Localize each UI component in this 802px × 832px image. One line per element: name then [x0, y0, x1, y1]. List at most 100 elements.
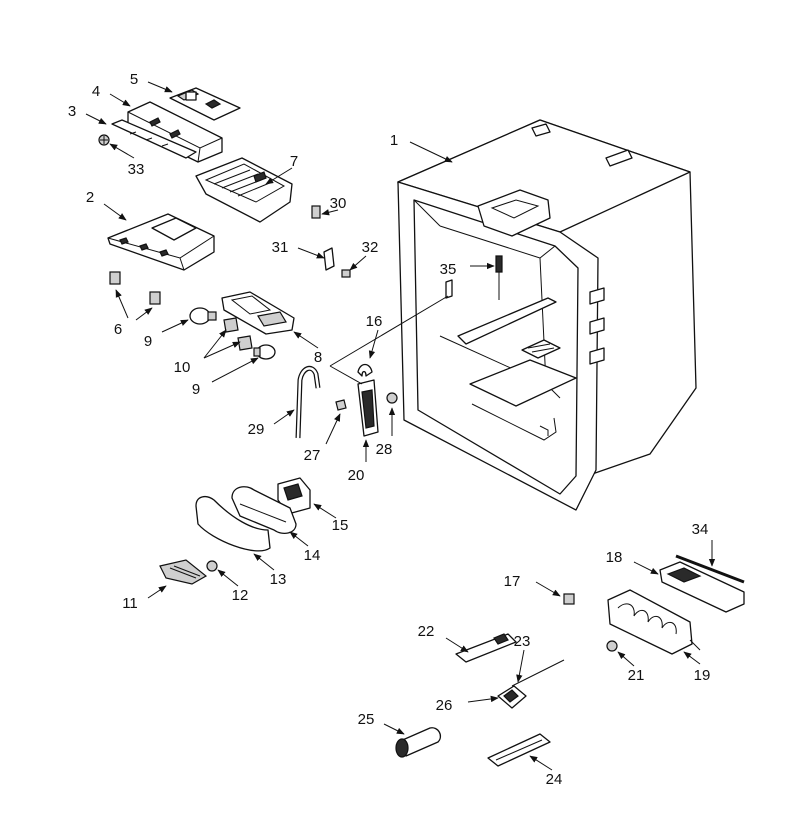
callout-c12: 12 [217, 569, 249, 604]
callout-number: 31 [272, 239, 289, 256]
leader-arrow [115, 289, 129, 319]
callout-c26: 26 [436, 695, 499, 714]
leader-arrow [516, 649, 525, 683]
leader-arrow [313, 503, 337, 519]
callout-number: 30 [330, 195, 347, 212]
leader-arrow [445, 637, 469, 653]
callout-number: 12 [232, 587, 249, 604]
part-12-screw [206, 560, 218, 572]
part-18-heater-bracket [659, 561, 745, 613]
callout-number: 16 [366, 313, 383, 330]
callout-c25: 25 [358, 711, 405, 735]
callout-number: 9 [144, 333, 152, 350]
leader-arrow [368, 329, 379, 359]
part-13-trim [195, 495, 271, 552]
callout-c16: 16 [366, 313, 383, 359]
callout-c10: 10 [174, 329, 241, 376]
callout-number: 22 [418, 623, 435, 640]
callout-c8: 8 [293, 331, 322, 366]
callout-number: 9 [192, 381, 200, 398]
part-3-overlay [111, 119, 197, 159]
callout-number: 7 [290, 153, 298, 170]
part-22-bracket [455, 633, 517, 663]
callout-number: 11 [122, 595, 138, 612]
callout-c28: 28 [376, 407, 396, 458]
callout-c5: 5 [130, 71, 173, 93]
callout-c1: 1 [390, 132, 453, 163]
callout-c14: 14 [289, 531, 320, 564]
leader-arrow [467, 695, 499, 703]
callout-c3: 3 [68, 103, 107, 125]
leader-arrow [349, 255, 367, 271]
callout-number: 28 [376, 441, 393, 458]
callout-number: 2 [86, 189, 94, 206]
leader-arrow [147, 81, 173, 93]
part-9-bulb-upper [189, 307, 217, 325]
callout-c4: 4 [92, 83, 131, 107]
part-2-cover [107, 213, 215, 271]
leader-arrow [273, 409, 295, 425]
leader-arrow [293, 331, 319, 349]
callout-c21: 21 [617, 651, 644, 684]
callout-number: 34 [692, 521, 709, 538]
callout-c22: 22 [418, 623, 469, 653]
callout-number: 29 [248, 421, 265, 438]
callout-number: 32 [362, 239, 379, 256]
part-21-screw [606, 640, 618, 652]
part-7-air-duct [195, 157, 293, 223]
callout-number: 27 [304, 447, 321, 464]
leader-arrow [633, 561, 659, 575]
callout-number: 8 [314, 349, 322, 366]
callout-c32: 32 [349, 239, 379, 271]
leader-arrow [161, 319, 189, 333]
part-15-dispenser-switch [277, 477, 311, 515]
callout-c11: 11 [122, 585, 167, 612]
callout-c9a: 9 [144, 319, 189, 350]
callout-c27: 27 [304, 413, 341, 464]
leader-arrow [535, 581, 561, 597]
callout-c2: 2 [86, 189, 127, 221]
part-5-control-board [169, 87, 241, 121]
leader-arrow [617, 651, 635, 667]
callout-c31: 31 [272, 239, 325, 259]
part-17-connector [563, 593, 575, 605]
leader-arrow [147, 585, 167, 599]
callout-number: 19 [694, 667, 711, 684]
callout-number: 24 [546, 771, 563, 788]
part-34-wire [675, 554, 745, 584]
part-19-heater [607, 589, 701, 655]
callout-number: 20 [348, 467, 365, 484]
leader-arrow [321, 209, 339, 216]
callout-c17: 17 [504, 573, 561, 597]
part-14-housing [231, 486, 297, 535]
part-35-sensor [495, 255, 503, 300]
part-26-valve [497, 685, 527, 709]
part-24-filter-housing [487, 733, 551, 767]
callout-c33: 33 [109, 143, 144, 178]
leader-arrow [289, 531, 309, 547]
callout-c23: 23 [514, 633, 530, 683]
leader-arrow [383, 723, 405, 735]
leader-arrow [409, 141, 453, 163]
callout-number: 15 [332, 517, 349, 534]
leader-arrow [203, 341, 241, 359]
part-9-bulb-lower [253, 344, 276, 360]
callout-c15: 15 [313, 503, 349, 534]
callout-c9b: 9 [192, 357, 259, 398]
leader-arrow [109, 143, 135, 159]
part-10-socket-upper [223, 317, 239, 333]
callout-c18: 18 [606, 549, 659, 575]
leader-arrow [135, 307, 153, 321]
leader-arrow [109, 93, 131, 107]
part-20-damper [357, 379, 379, 437]
callout-c6: 6 [114, 289, 153, 338]
leader-arrow [529, 755, 553, 771]
leader-arrow [297, 247, 325, 259]
callout-number: 18 [606, 549, 623, 566]
callout-c7: 7 [265, 153, 298, 185]
part-8-light-housing [221, 291, 295, 335]
leader-arrow [203, 329, 227, 359]
leader-arrow [683, 651, 701, 665]
